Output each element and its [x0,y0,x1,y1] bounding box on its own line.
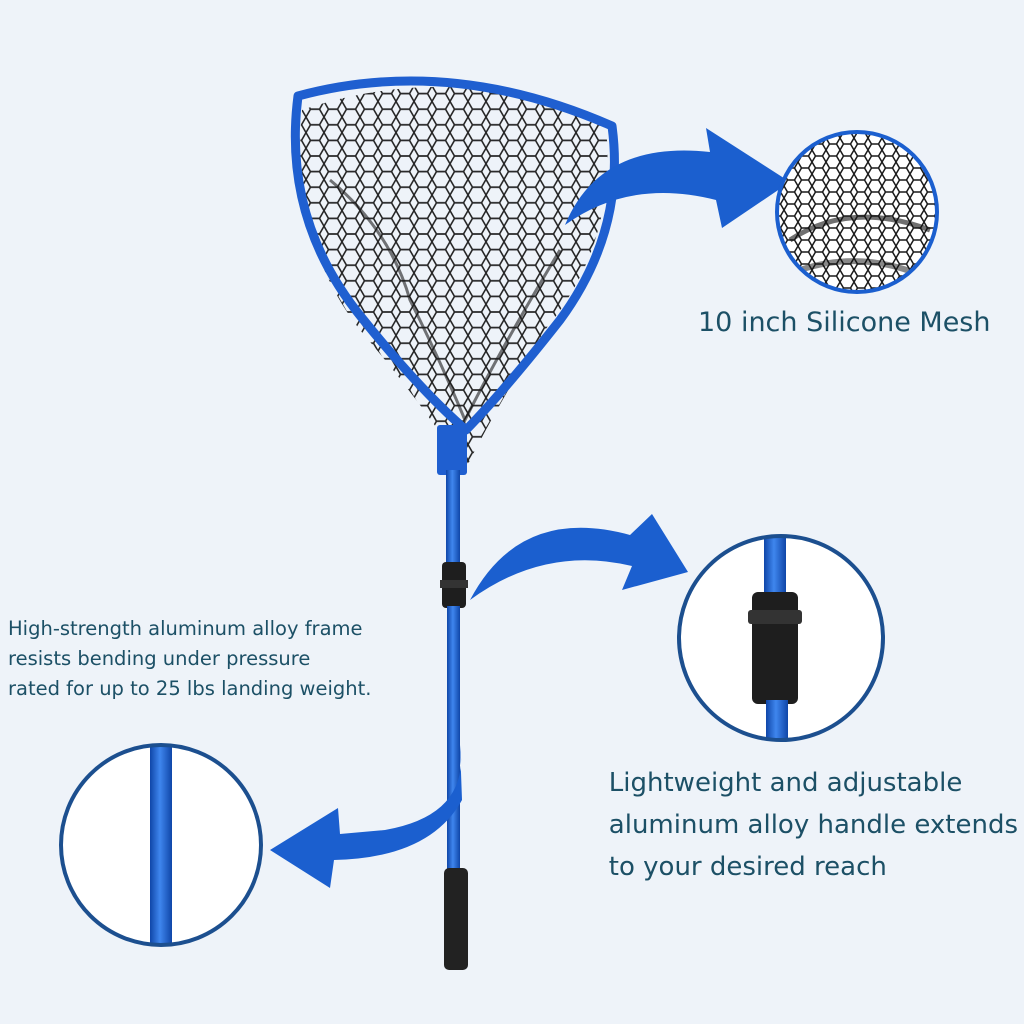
handle-caption-line: to your desired reach [608,852,887,882]
handle-caption: Lightweight and adjustable aluminum allo… [609,762,1018,888]
curved-arrow-icon [565,128,790,228]
upper-pole [446,470,460,568]
mesh-caption: 10 inch Silicone Mesh [698,306,991,340]
frame-caption-line: resists bending under pressure [8,647,311,670]
handle-caption-line: aluminum alloy handle extends [608,810,1018,840]
net-mesh [300,86,608,470]
handle-caption-line: Lightweight and adjustable [608,768,963,798]
net-yoke [437,425,467,475]
lower-pole [447,606,460,874]
mesh-caption-line: 10 inch Silicone Mesh [698,307,991,338]
frame-caption: High-strength aluminum alloy frame resis… [8,614,371,704]
net-frame [290,76,619,435]
curved-arrow-icon [470,514,688,600]
pole-detail-circle [59,743,263,947]
grip-handle [444,868,468,970]
handle-joint-detail-circle [677,534,885,742]
frame-caption-line: High-strength aluminum alloy frame [8,617,363,640]
frame-caption-line: rated for up to 25 lbs landing weight. [8,677,372,700]
curved-arrow-icon [270,745,462,888]
mesh-detail-circle [775,130,939,294]
